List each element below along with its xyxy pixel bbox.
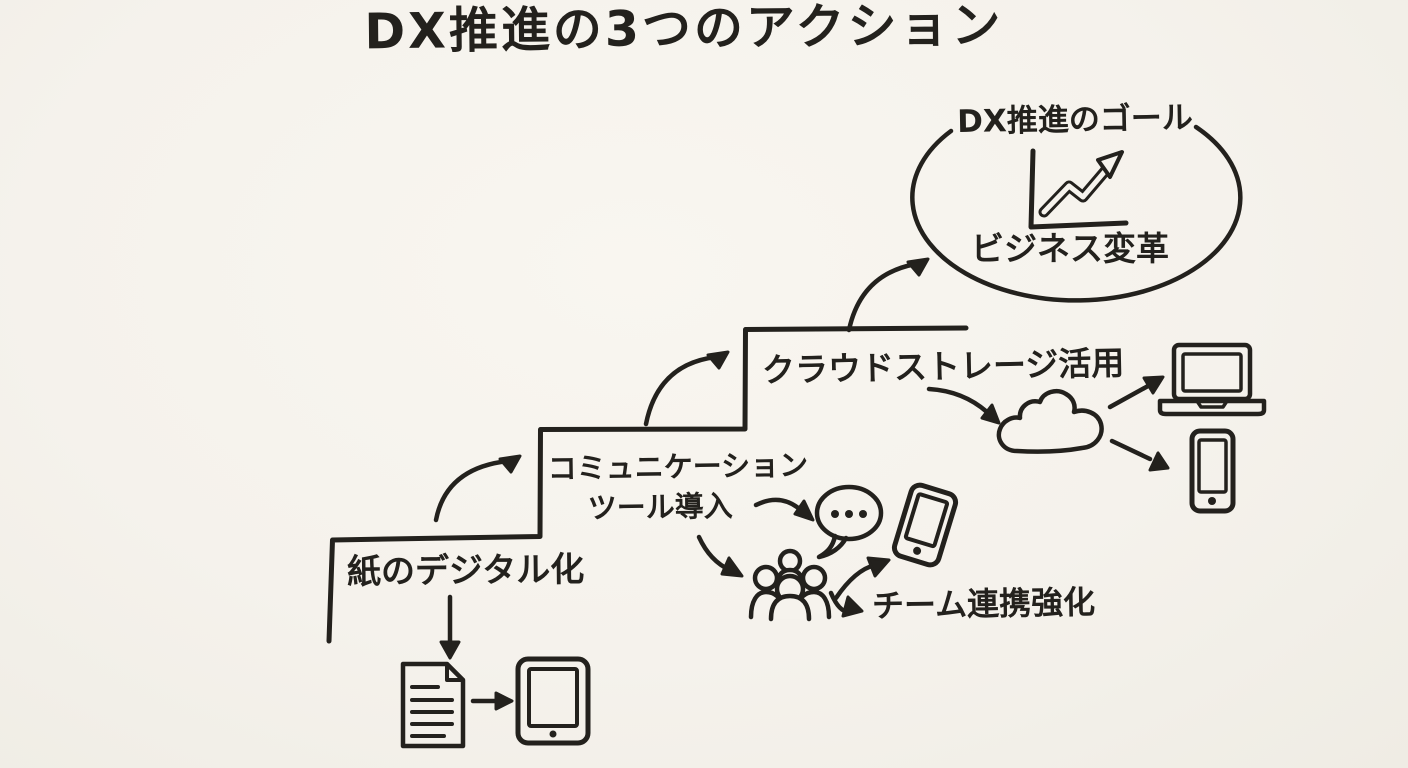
arrow-step1-to-step2 [433, 454, 522, 523]
staircase-outline [326, 325, 969, 644]
arrow-step3-to-goal [846, 257, 930, 333]
arrow-storage-to-cloud [926, 386, 1001, 425]
people-group-icon [748, 548, 832, 622]
arrow-tool-to-people [696, 534, 744, 578]
arrow-step2-to-step3 [643, 350, 730, 427]
arrow-step1-down [439, 594, 461, 660]
arrow-people-to-team [828, 590, 864, 618]
step2-label-line2: ツール導入 [587, 489, 734, 526]
cloud-icon [996, 389, 1104, 454]
arrow-tool-to-bubble [753, 497, 815, 522]
step1-label: 紙のデジタル化 [346, 549, 585, 593]
growth-chart-icon [1028, 148, 1129, 230]
smartphone-icon-right [1189, 428, 1236, 514]
step3-label: クラウドストレージ活用 [761, 343, 1125, 390]
arrow-cloud-to-phone [1109, 438, 1170, 472]
step2-label: コミュニケーション ツール導入 [547, 445, 809, 528]
document-icon [400, 661, 466, 749]
speech-bubble-icon [814, 484, 884, 560]
laptop-icon [1157, 342, 1267, 417]
smartphone-icon [891, 482, 959, 568]
tablet-icon [515, 656, 591, 746]
team-callout-label: チーム連携強化 [871, 583, 1096, 625]
goal-label: DX推進のゴール [956, 99, 1194, 141]
step2-label-line1: コミュニケーション [547, 447, 809, 486]
arrow-people-to-phone [833, 556, 891, 601]
goal-content-label: ビジネス変革 [971, 229, 1169, 268]
goal-ellipse [910, 124, 1243, 303]
arrow-cloud-to-laptop [1107, 375, 1165, 410]
arrow-doc-to-tablet [470, 691, 514, 711]
